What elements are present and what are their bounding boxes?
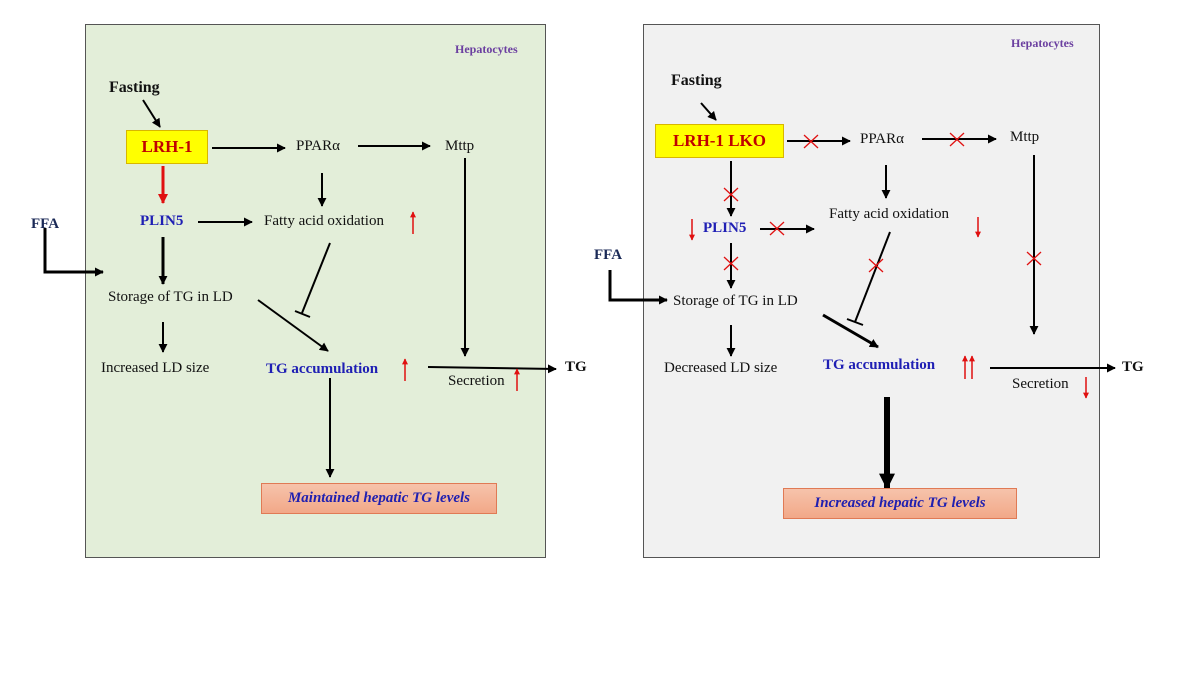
secretion-label: Secretion (448, 373, 505, 389)
fasting-label-right: Fasting (671, 72, 722, 89)
ld-size-label: Increased LD size (101, 360, 210, 376)
mttp-label: Mttp (445, 138, 475, 154)
storage-label: Storage of TG in LD (108, 289, 233, 305)
storage-label-right: Storage of TG in LD (673, 293, 798, 309)
arrow-fasting-lrh1lko (700, 102, 717, 121)
ffa-label: FFA (31, 216, 60, 232)
mttp-label-right: Mttp (1010, 129, 1040, 145)
right-panel (643, 24, 1100, 558)
block-mark-ppara-mttp (949, 132, 965, 147)
block-mark-lrh1lko-plin5 (723, 187, 739, 202)
arrow-secretion-tg (427, 364, 557, 374)
arrow-storage-tgaccum (257, 299, 329, 352)
arrow-storage-tgaccum-right (822, 313, 879, 349)
inhibit-fao-tgaccum (301, 242, 331, 314)
tg-accumulation-label-right: TG accumulation (823, 357, 936, 373)
tg-label-right: TG (1122, 359, 1144, 375)
inhibit-fao-tgaccum-right (854, 231, 891, 323)
arrow-fasting-lrh1 (142, 99, 161, 128)
outcome-box-right: Increased hepatic TG levels (783, 488, 1017, 519)
fao-label-right: Fatty acid oxidation (829, 206, 949, 222)
block-mark-lrh1lko-ppara (803, 134, 819, 149)
inhibit-bar-left (294, 310, 311, 318)
panel-title-right: Hepatocytes (1011, 36, 1074, 50)
block-mark-plin5-fao (769, 221, 785, 236)
ppara-label: PPARα (296, 138, 341, 154)
ld-size-label-right: Decreased LD size (664, 360, 778, 376)
block-mark-fao-tgaccum (868, 258, 884, 273)
ffa-label-right: FFA (594, 247, 623, 263)
ppara-label-right: PPARα (860, 131, 905, 147)
secretion-label-right: Secretion (1012, 376, 1069, 392)
outcome-box: Maintained hepatic TG levels (261, 483, 497, 514)
tg-accumulation-label: TG accumulation (266, 361, 379, 377)
panel-title: Hepatocytes (455, 42, 518, 56)
block-mark-plin5-storage (723, 256, 739, 271)
block-mark-mttp-secretion (1026, 251, 1042, 266)
inhibit-bar-right (846, 318, 864, 326)
arrow-ffa-storage (43, 228, 104, 277)
left-panel (85, 24, 546, 558)
lrh1-lko-box: LRH-1 LKO (655, 124, 784, 158)
plin5-label: PLIN5 (140, 213, 184, 229)
lrh1-box: LRH-1 (126, 130, 208, 164)
fao-label: Fatty acid oxidation (264, 213, 384, 229)
fasting-label: Fasting (109, 79, 160, 96)
tg-label: TG (565, 359, 587, 375)
arrow-ffa-storage-right (608, 270, 668, 305)
plin5-label-right: PLIN5 (703, 220, 747, 236)
